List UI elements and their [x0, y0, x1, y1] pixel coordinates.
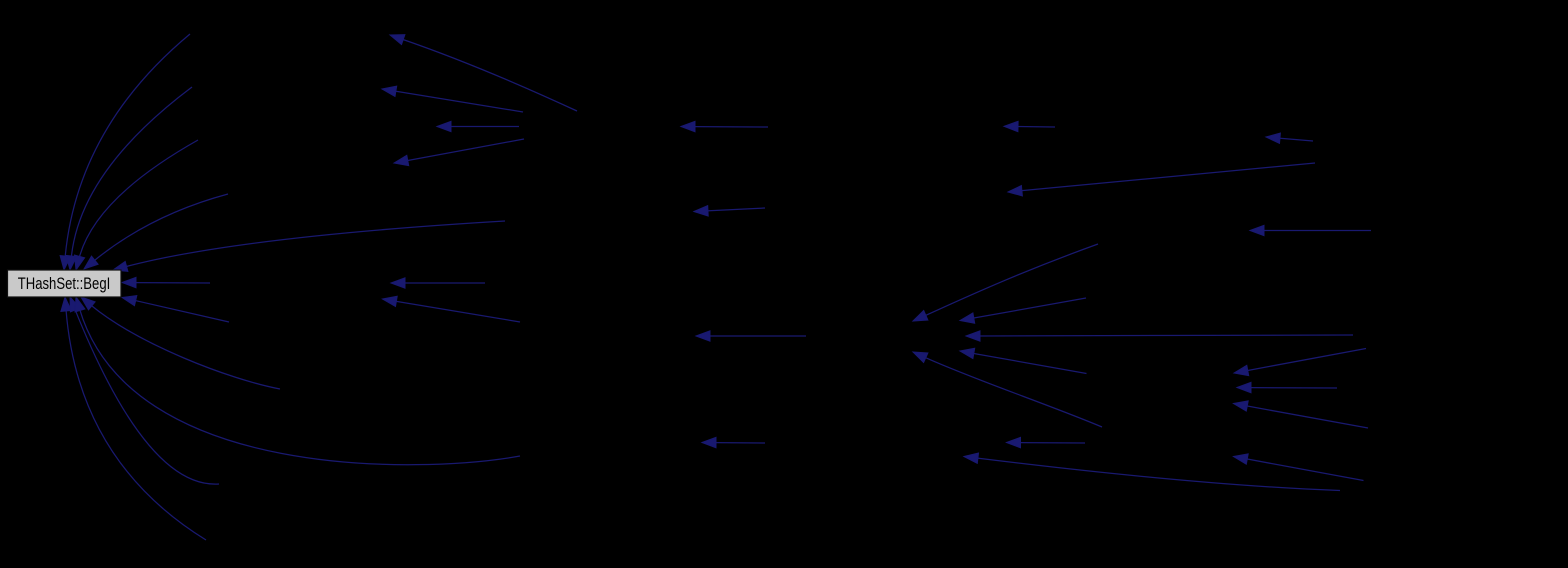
svg-text:THashSet::BegI: THashSet::BegI [18, 274, 111, 293]
